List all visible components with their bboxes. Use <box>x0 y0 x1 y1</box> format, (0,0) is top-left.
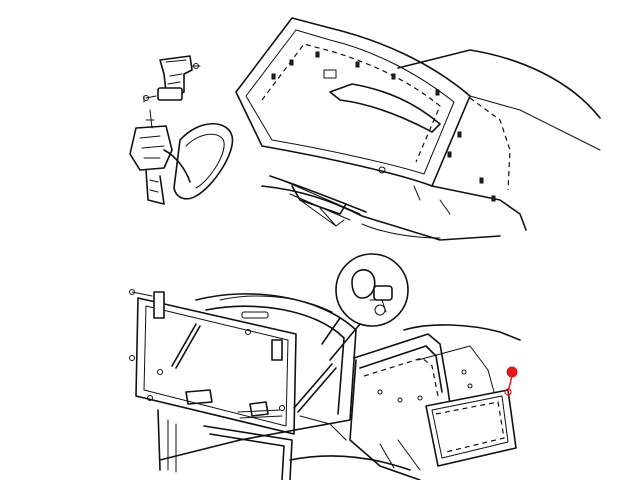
side-window-glass <box>349 324 521 480</box>
mirror-bracket-assembly <box>143 55 201 103</box>
detail-magnifier <box>321 253 409 361</box>
side-window-glass-marker[interactable] <box>504 366 518 396</box>
windshield-assembly <box>235 17 601 241</box>
windshield-clip-markers <box>271 51 496 202</box>
rearview-mirror <box>129 109 234 205</box>
